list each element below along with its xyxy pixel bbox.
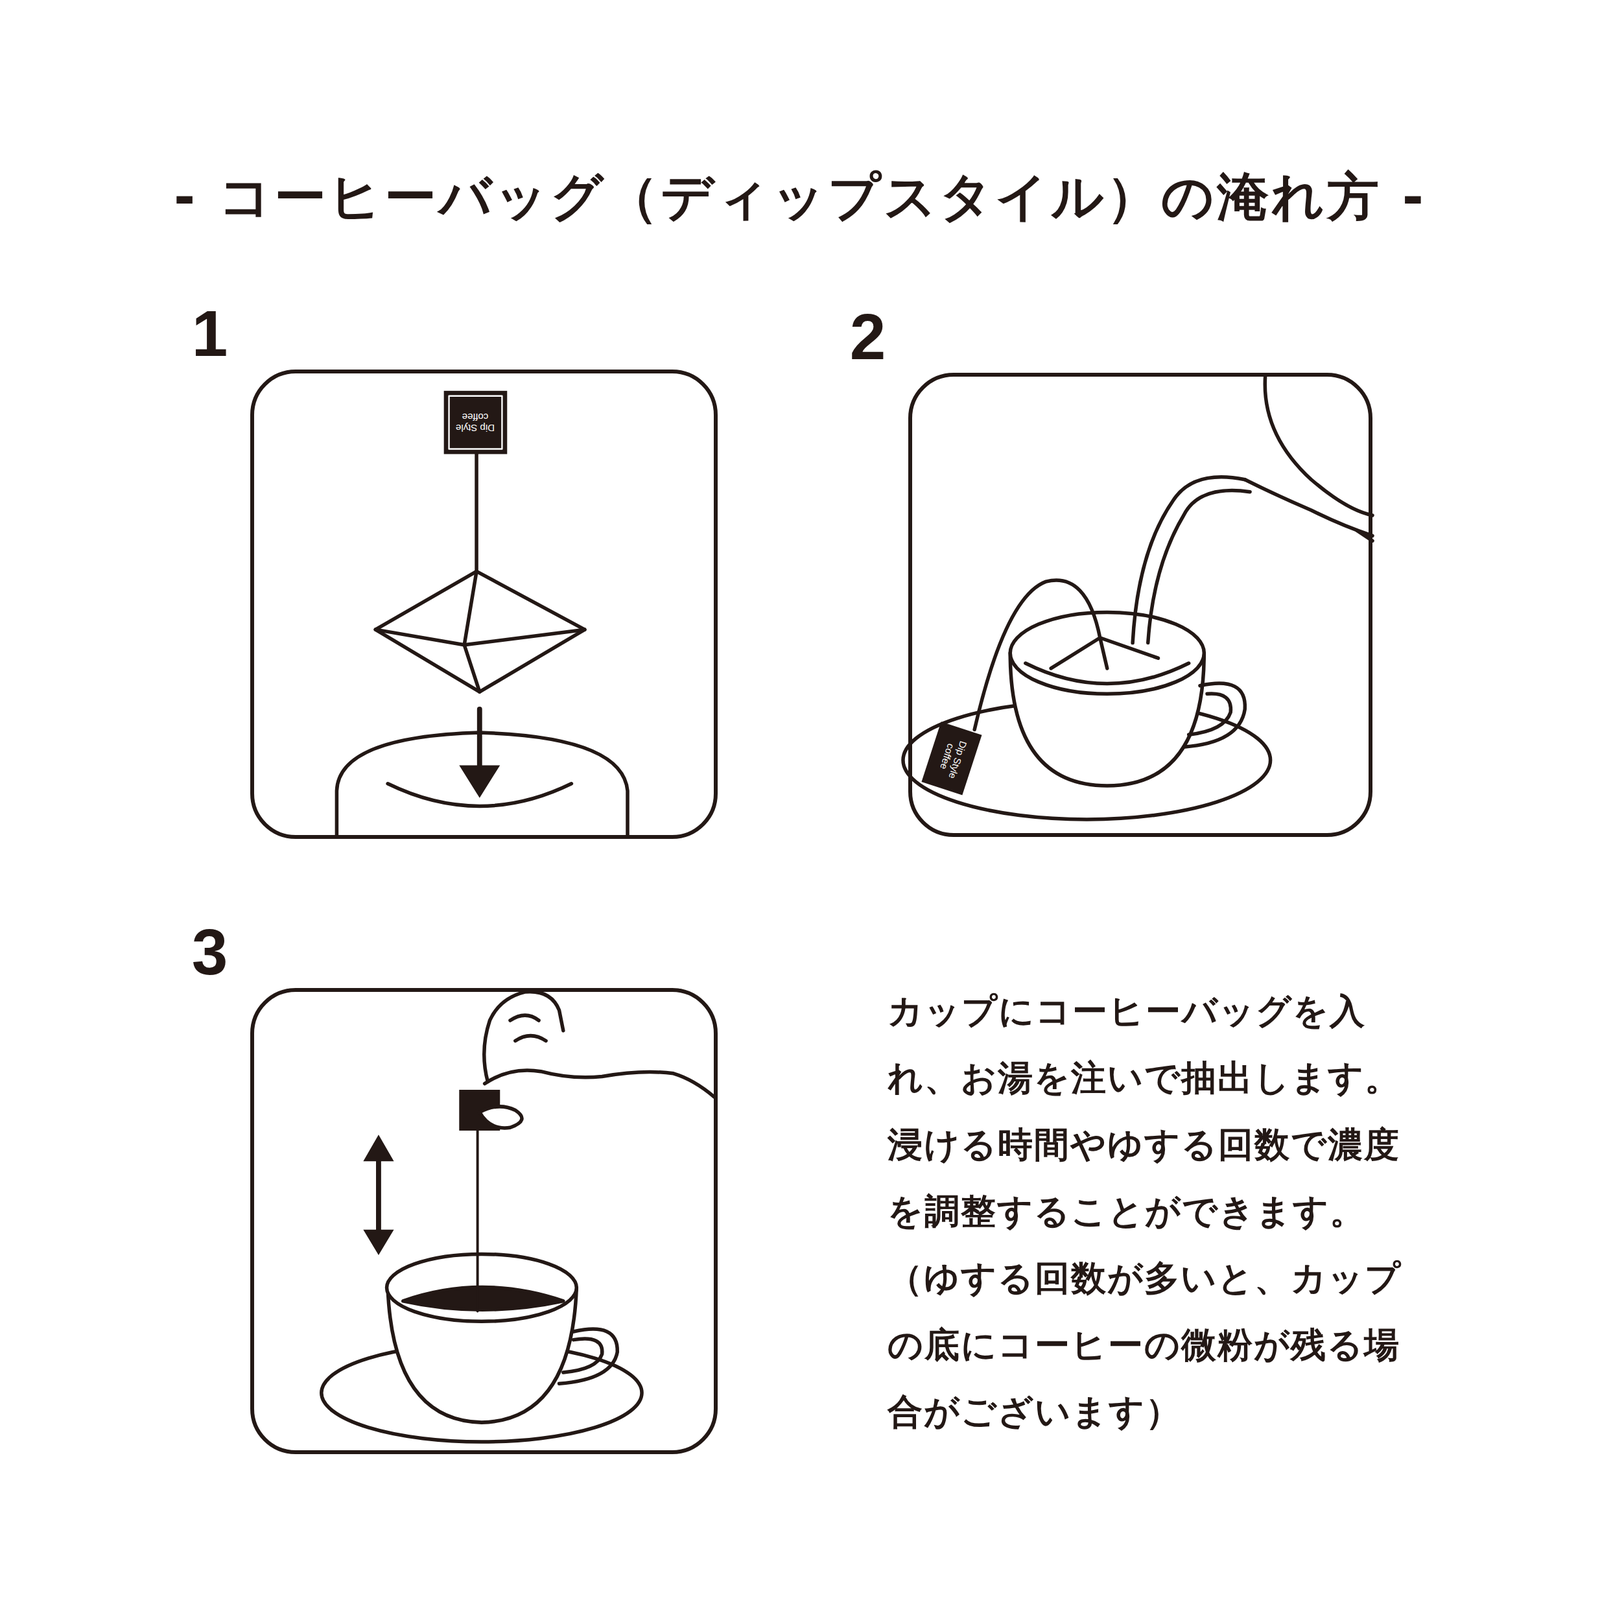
- step-panel: 3: [250, 988, 718, 1455]
- step-number: 2: [849, 304, 887, 369]
- step-panel: 2: [908, 372, 1373, 837]
- instruction-text: カップにコーヒーバッグを入れ、お湯を注いで抽出します。浸ける時間やゆする回数で濃…: [887, 977, 1426, 1446]
- step3-illustration: [321, 991, 715, 1442]
- step1-illustration: [336, 390, 628, 837]
- step2-illustration: [903, 375, 1373, 820]
- step-number: 1: [191, 300, 229, 366]
- tag-print: Dip Style coffee: [452, 411, 498, 434]
- title: - コーヒーバッグ（ディップスタイル）の淹れ方 -: [173, 165, 1427, 229]
- step-number: 3: [191, 919, 229, 985]
- step-panel: 1: [250, 369, 718, 839]
